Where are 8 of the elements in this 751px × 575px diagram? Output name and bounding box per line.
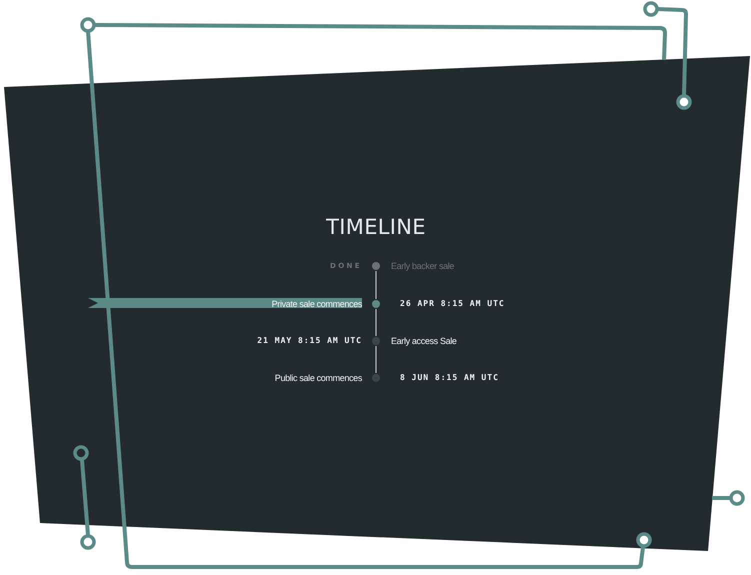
event-label: Early backer sale: [391, 260, 454, 272]
date-label: 26 APR 8:15 AM UTC: [400, 298, 505, 310]
date-label: 8 JUN 8:15 AM UTC: [400, 372, 499, 384]
event-label: Public sale commences: [274, 372, 362, 384]
event-label: Private sale commences: [272, 298, 362, 310]
event-label: Early access Sale: [391, 335, 457, 347]
date-label: 21 MAY 8:15 AM UTC: [257, 335, 362, 347]
diagram-title: TIMELINE: [326, 214, 426, 240]
